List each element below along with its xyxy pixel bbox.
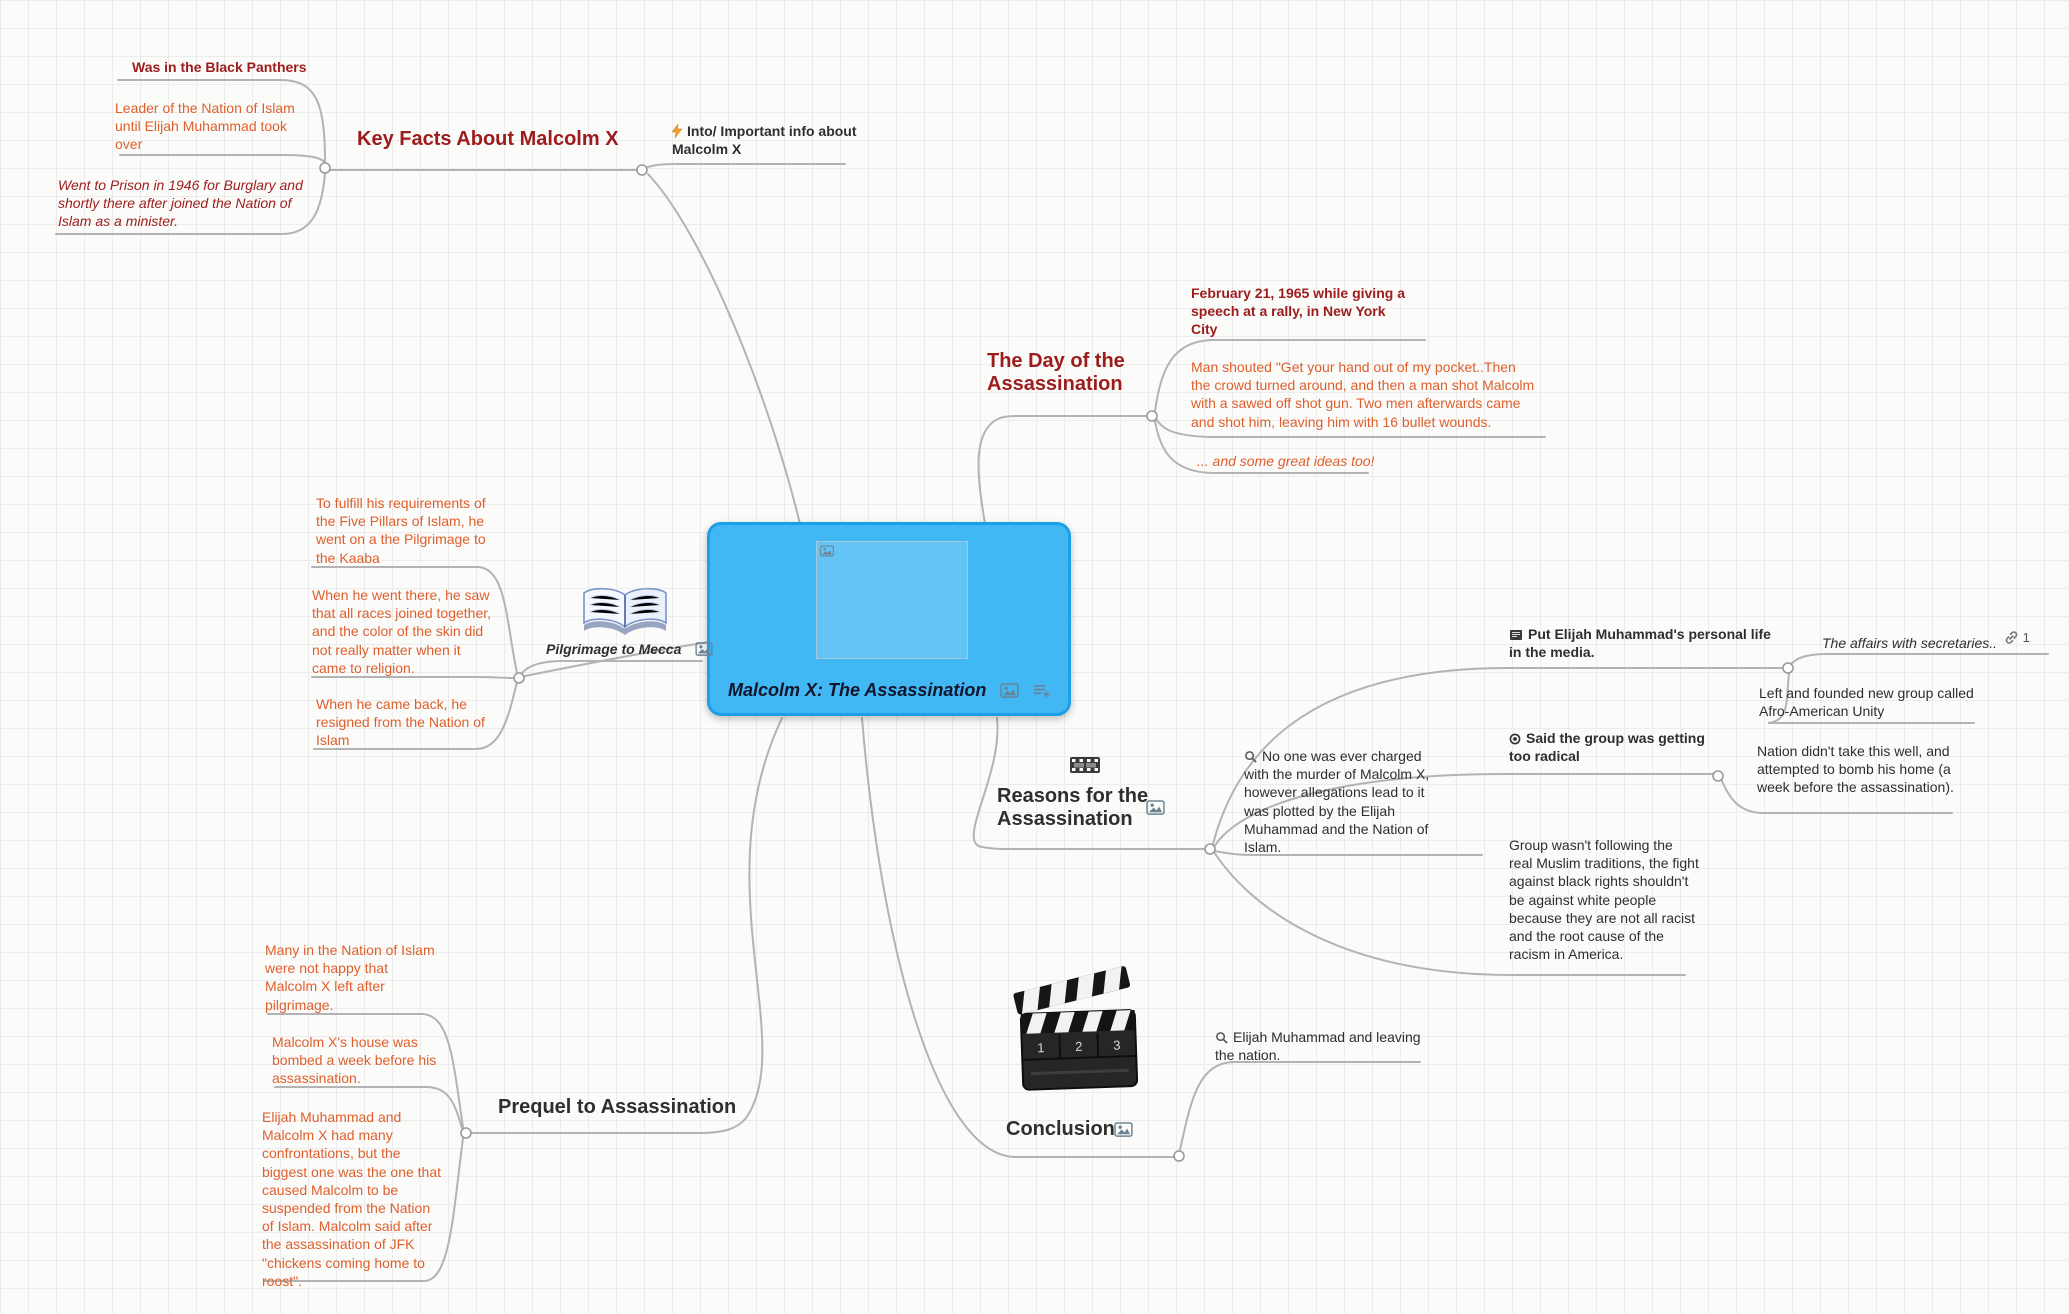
leaving-nation-text: Elijah Muhammad and leaving the nation. xyxy=(1215,1029,1421,1064)
no-charges-text: No one was ever charged with the murder … xyxy=(1244,748,1430,855)
film-strip-icon xyxy=(1070,757,1100,773)
node-afro-american-unity[interactable]: Left and founded new group called Afro-A… xyxy=(1759,685,1974,720)
node-nation-unhappy[interactable]: Many in the Nation of Islam were not hap… xyxy=(265,942,435,1013)
node-muslim-traditions[interactable]: Group wasn't following the real Muslim t… xyxy=(1509,837,1699,963)
branch-prequel[interactable]: Prequel to Assassination xyxy=(498,1096,737,1118)
node-went-prison[interactable]: Went to Prison in 1946 for Burglary and … xyxy=(58,177,303,230)
target-icon xyxy=(1509,733,1521,745)
node-resigned-nation[interactable]: When he came back, he resigned from the … xyxy=(316,696,485,749)
image-icon[interactable] xyxy=(1146,800,1165,815)
central-topic[interactable]: Malcolm X: The Assassination xyxy=(707,522,1071,716)
node-leaving-nation[interactable]: Elijah Muhammad and leaving the nation. xyxy=(1215,1028,1433,1064)
note-icon[interactable] xyxy=(1033,683,1050,698)
pilgrimage-title: Pilgrimage to Mecca xyxy=(546,641,682,657)
node-all-races[interactable]: When he went there, he saw that all race… xyxy=(312,587,492,676)
magnifier-icon xyxy=(1215,1031,1228,1044)
lightning-icon xyxy=(672,124,682,138)
node-bomb-home[interactable]: Nation didn't take this well, and attemp… xyxy=(1757,743,1954,796)
branch-conclusion[interactable]: Conclusion xyxy=(1006,1118,1115,1140)
node-shooting-account[interactable]: Man shouted "Get your hand out of my poc… xyxy=(1191,359,1535,430)
node-confrontations[interactable]: Elijah Muhammad and Malcolm X had many c… xyxy=(262,1109,442,1289)
clapper-number-3: 3 xyxy=(1113,1037,1121,1052)
node-leader-nation[interactable]: Leader of the Nation of Islam until Elij… xyxy=(115,100,295,153)
open-book-icon xyxy=(583,587,667,635)
broken-image-icon xyxy=(820,545,834,557)
too-radical-text: Said the group was getting too radical xyxy=(1509,730,1705,765)
media-exposure-text: Put Elijah Muhammad's personal life in t… xyxy=(1509,626,1771,661)
branch-reasons[interactable]: Reasons for the Assassination xyxy=(997,785,1149,830)
node-house-bombed[interactable]: Malcolm X's house was bombed a week befo… xyxy=(272,1034,437,1087)
link-count: 1 xyxy=(2022,630,2030,645)
clapper-number-2: 2 xyxy=(1075,1039,1083,1054)
link-icon xyxy=(2004,630,2019,645)
attached-image-placeholder[interactable] xyxy=(816,541,968,659)
node-media-exposure[interactable]: Put Elijah Muhammad's personal life in t… xyxy=(1509,625,1781,661)
node-too-radical[interactable]: Said the group was getting too radical xyxy=(1509,729,1709,765)
node-affairs[interactable]: The affairs with secretaries.. xyxy=(1822,635,1998,651)
link-badge[interactable]: 1 xyxy=(2004,630,2030,645)
branch-key-facts[interactable]: Key Facts About Malcolm X xyxy=(357,128,619,150)
newspaper-icon xyxy=(1509,629,1523,641)
node-great-ideas[interactable]: ... and some great ideas too! xyxy=(1197,453,1375,469)
magnifier-icon xyxy=(1244,750,1257,763)
clapper-number-1: 1 xyxy=(1037,1040,1045,1055)
central-topic-title: Malcolm X: The Assassination xyxy=(728,680,987,700)
node-five-pillars[interactable]: To fulfill his requirements of the Five … xyxy=(316,495,486,566)
clapperboard-image: 1 2 3 xyxy=(1013,966,1139,1091)
branch-pilgrimage[interactable]: Pilgrimage to Mecca xyxy=(546,640,713,658)
branch-day-of-assassination[interactable]: The Day of the Assassination xyxy=(987,350,1125,395)
node-no-charges[interactable]: No one was ever charged with the murder … xyxy=(1244,747,1449,856)
intro-note-text: Into/ Important info about Malcolm X xyxy=(672,123,857,158)
image-icon[interactable] xyxy=(695,642,713,656)
node-date-feb21[interactable]: February 21, 1965 while giving a speech … xyxy=(1191,285,1405,338)
image-icon[interactable] xyxy=(1114,1122,1133,1137)
node-black-panthers[interactable]: Was in the Black Panthers xyxy=(132,59,307,75)
image-icon[interactable] xyxy=(1000,683,1019,698)
node-intro-note[interactable]: Into/ Important info about Malcolm X xyxy=(672,122,867,158)
